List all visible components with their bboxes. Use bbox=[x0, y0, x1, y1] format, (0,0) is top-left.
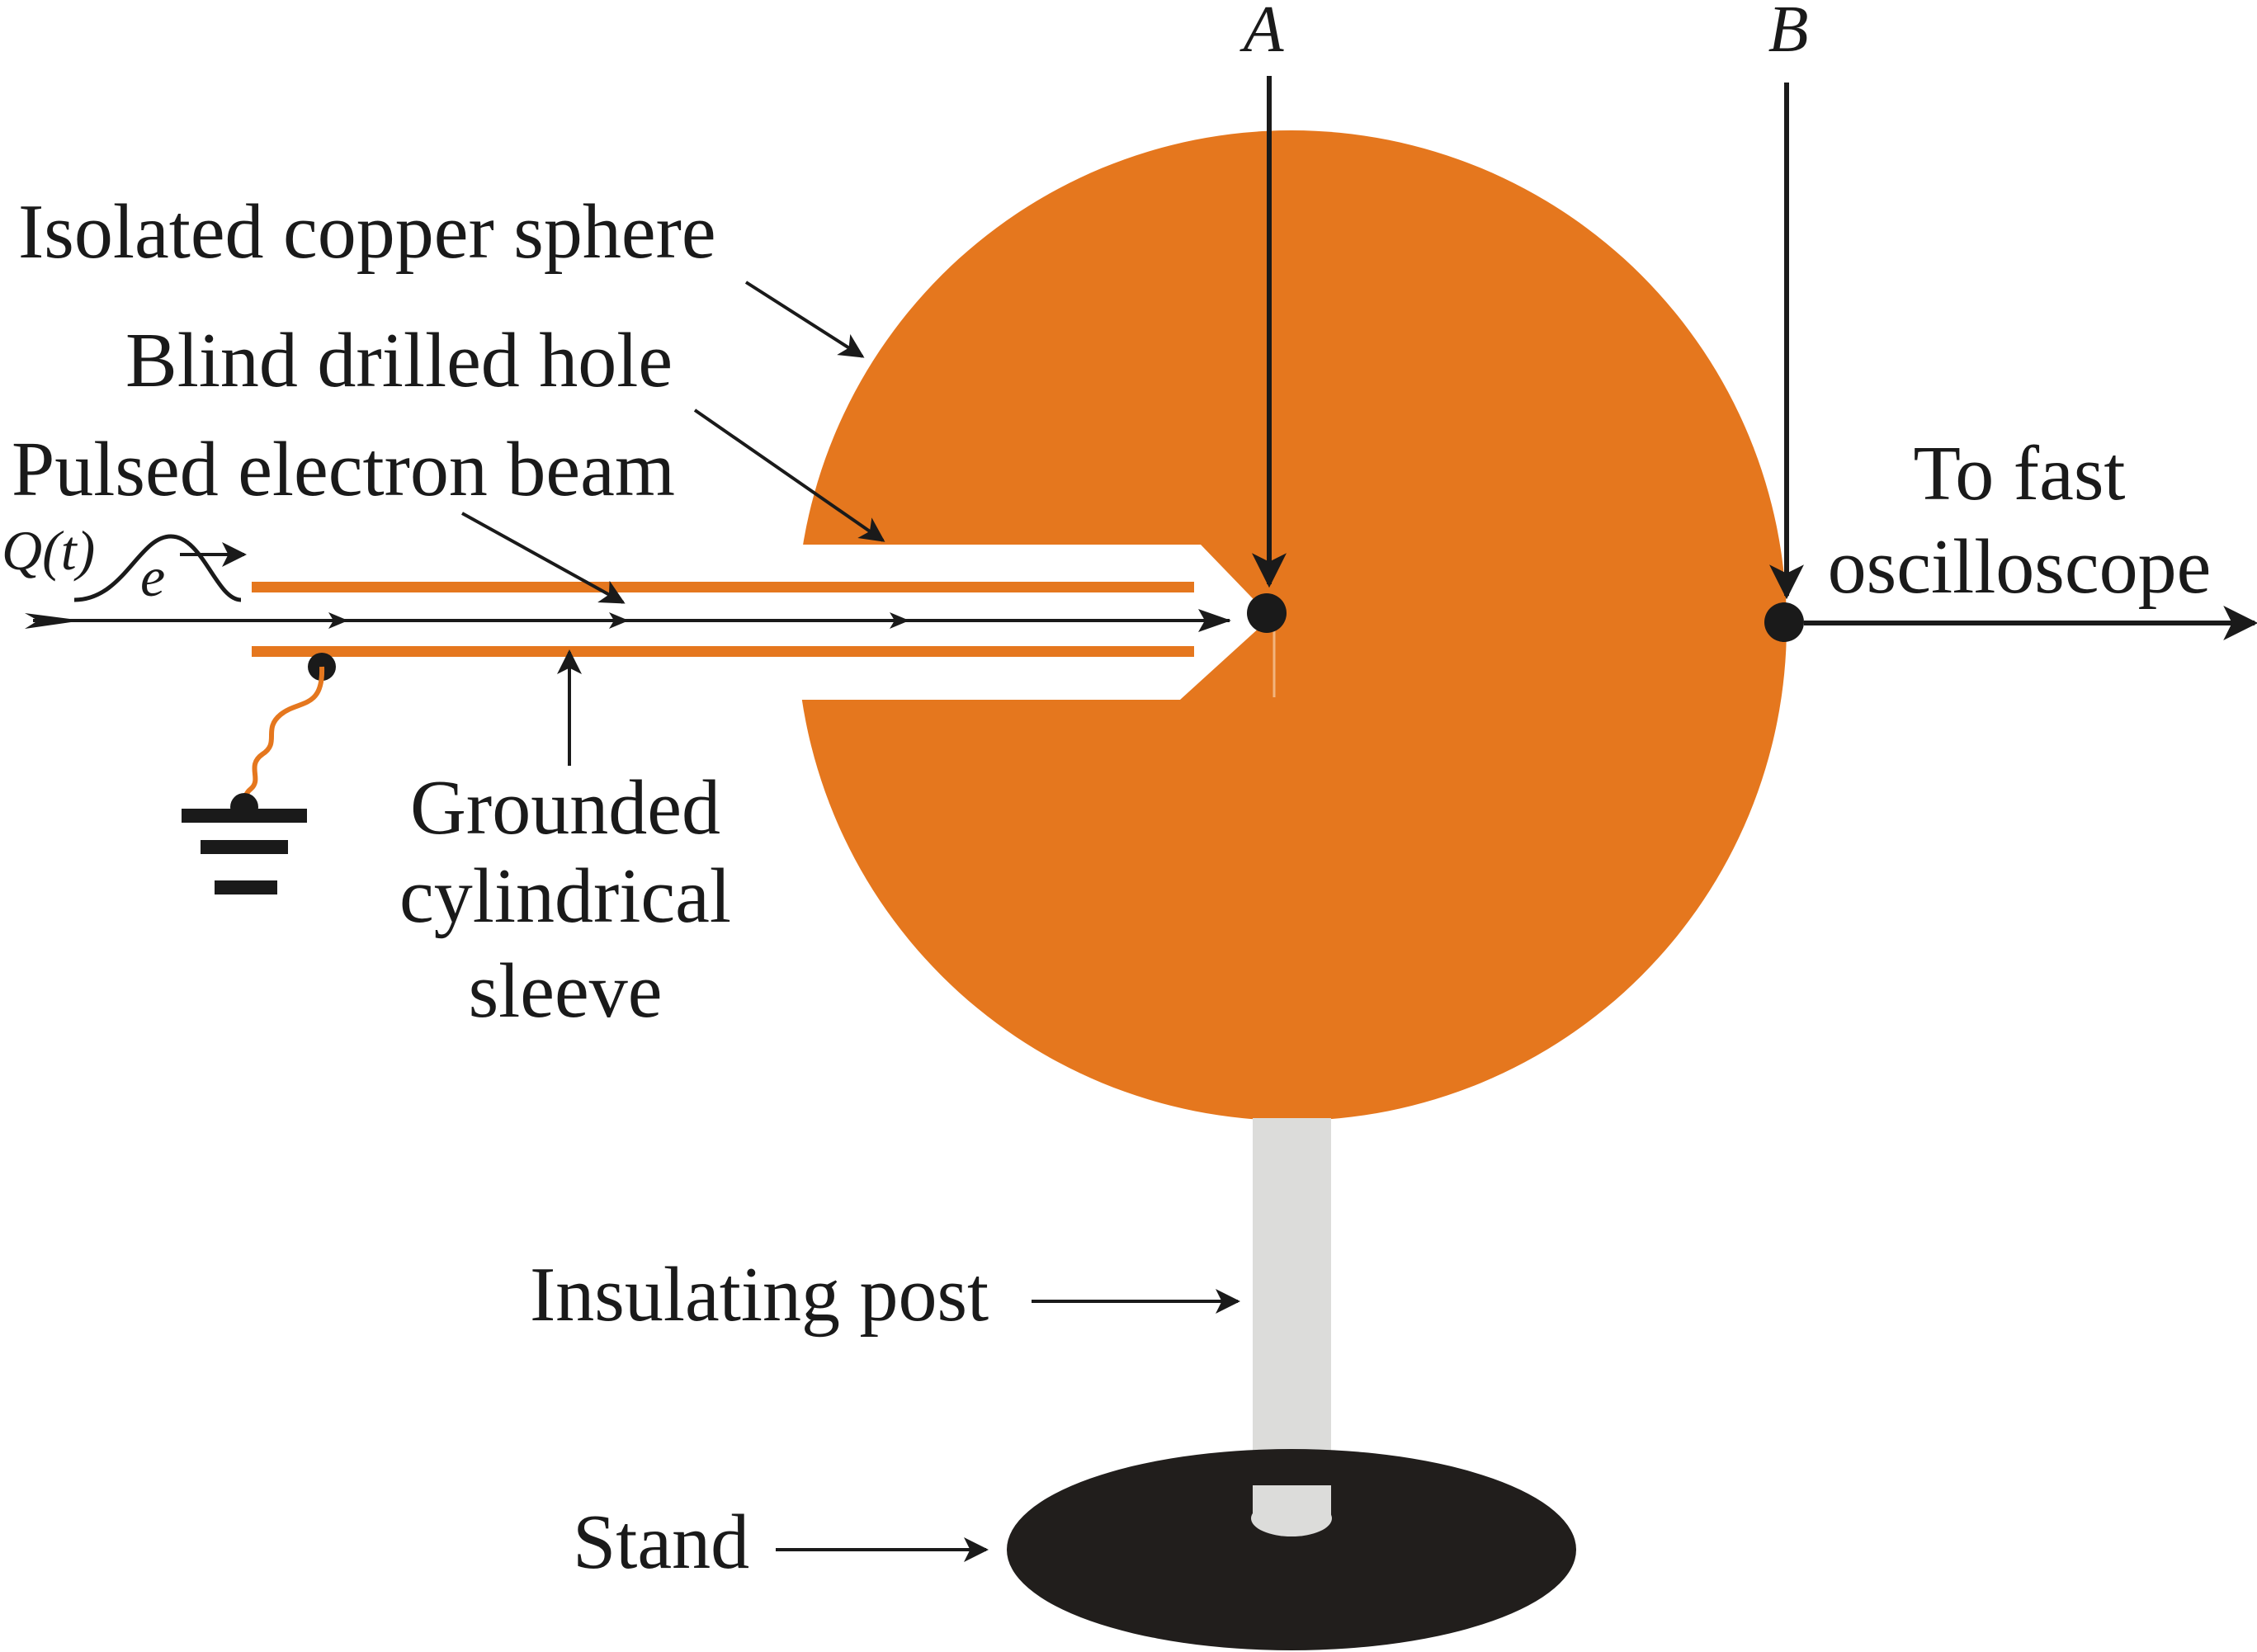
isolated-sphere-label: Isolated copper sphere bbox=[18, 189, 716, 275]
point-a-label: A bbox=[1239, 0, 1285, 66]
electron-beam bbox=[25, 609, 1231, 632]
electron-label: e bbox=[140, 545, 165, 608]
beam-pointer-arrow bbox=[461, 512, 626, 604]
stand bbox=[1007, 1449, 1576, 1650]
sleeve-upper-wall bbox=[252, 582, 1194, 592]
probe-a-dot bbox=[1247, 593, 1287, 633]
insulating-post-label: Insulating post bbox=[530, 1252, 989, 1338]
charge-label: Q(t) bbox=[2, 519, 95, 582]
pulsed-beam-label: Pulsed electron beam bbox=[12, 427, 675, 512]
hole-pointer-arrow bbox=[693, 408, 885, 542]
sleeve-lower-wall bbox=[252, 646, 1194, 657]
ground-wire bbox=[242, 666, 325, 809]
stand-label: Stand bbox=[573, 1499, 749, 1585]
copper-sphere bbox=[796, 130, 1787, 1121]
oscilloscope-label-line2: oscilloscope bbox=[1828, 524, 2212, 610]
point-b-label: B bbox=[1768, 0, 1809, 66]
probe-b-dot bbox=[1764, 602, 1804, 642]
grounded-sleeve-label-line3: sleeve bbox=[469, 948, 663, 1034]
beam-end-arrowhead-icon bbox=[1198, 609, 1231, 632]
oscilloscope-label-line1: To fast bbox=[1913, 431, 2125, 517]
pulse-waveform bbox=[73, 534, 242, 602]
grounded-sleeve-label-line1: Grounded bbox=[410, 765, 720, 851]
grounded-sleeve-label-line2: cylindrical bbox=[399, 853, 731, 939]
sphere-pointer-arrow bbox=[744, 281, 865, 358]
ground-symbol-icon bbox=[182, 793, 307, 894]
blind-hole-label: Blind drilled hole bbox=[125, 318, 673, 404]
